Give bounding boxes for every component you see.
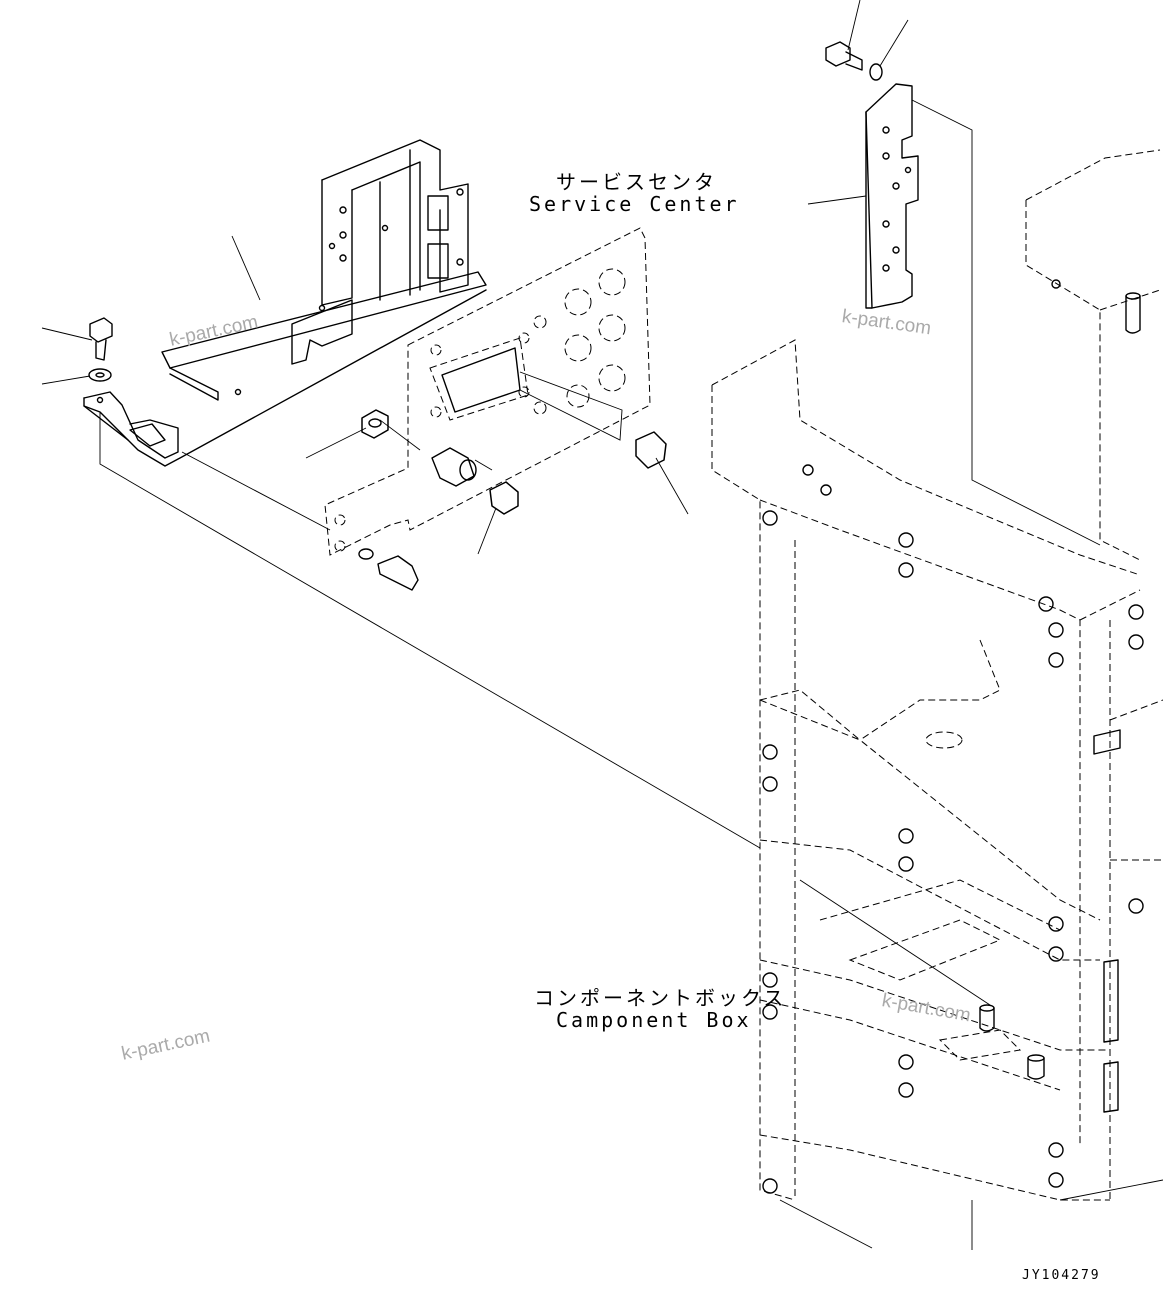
drawing-code: JY104279 — [1022, 1268, 1101, 1283]
studs — [979, 292, 1141, 1113]
service-center-label-en: Service Center — [529, 192, 740, 216]
bolt-left — [88, 317, 113, 382]
service-center-label-jp: サービスセンタ — [556, 170, 717, 194]
component-box-label-en: Camponent Box — [556, 1008, 752, 1032]
main-bracket — [83, 139, 487, 467]
machine-frame — [711, 149, 1163, 1250]
leader-lines — [41, 0, 909, 555]
alignment-lines — [99, 99, 1101, 1006]
right-plate — [825, 41, 919, 309]
service-panel — [324, 227, 651, 556]
frame-bolts — [762, 279, 1144, 1194]
fittings — [358, 409, 667, 591]
component-box-label-jp: コンポーネントボックス — [534, 986, 787, 1010]
